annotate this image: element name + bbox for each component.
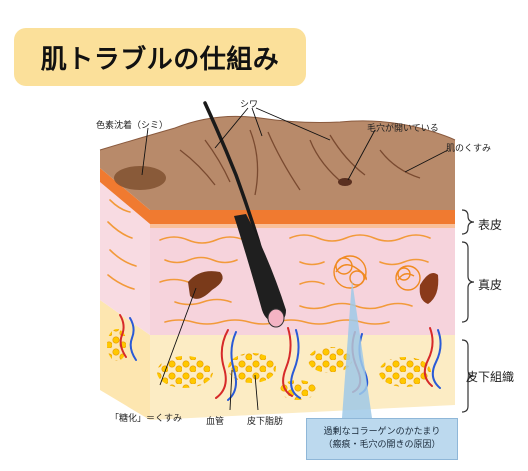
leader-lines [141,107,449,411]
collagen-callout: 過剰なコラーゲンのかたまり （瘢痕・毛穴の開きの原因） [306,418,458,460]
subcutaneous-layer-front [150,335,455,420]
label-wrinkle: シワ [240,100,259,110]
epidermis-layer-side [100,168,150,224]
hair-follicle [234,214,286,322]
callout-line-2: （瘢痕・毛穴の開きの原因） [323,440,441,450]
label-glycation: 「糖化」＝くすみ [110,414,183,424]
dermis-layer-side [100,182,150,335]
fat-clusters [107,329,431,400]
callout-line-1: 過剰なコラーゲンのかたまり [323,427,441,437]
page-title: 肌トラブルの仕組み [40,44,280,75]
blood-vessels [119,314,442,401]
glycation-spot [188,271,223,299]
label-dullness: 肌のくすみ [446,144,492,154]
label-subcutaneous-tissue: 皮下組織 [466,370,515,384]
subcutaneous-layer-side [100,300,150,420]
open-pore [338,178,352,186]
glycation-spot-2 [419,272,439,304]
collagen-clump-2 [395,265,421,291]
label-blood-vessel: 血管 [206,417,225,427]
label-pigmentation: 色素沈着（シミ） [96,121,169,131]
layer-brackets [461,209,475,413]
pigmentation-spot [114,166,166,190]
skin-surface [100,116,455,210]
collagen-clump-1 [333,255,367,289]
callout-pointer [342,280,372,418]
label-open-pores: 毛穴が開いている [367,124,439,134]
label-subcutaneous-fat: 皮下脂肪 [247,417,284,427]
hair-bulb [267,308,285,328]
label-dermis: 真皮 [478,278,503,292]
epidermis-layer-front [150,210,455,224]
label-epidermis: 表皮 [478,218,503,232]
title-banner: 肌トラブルの仕組み [14,28,306,86]
